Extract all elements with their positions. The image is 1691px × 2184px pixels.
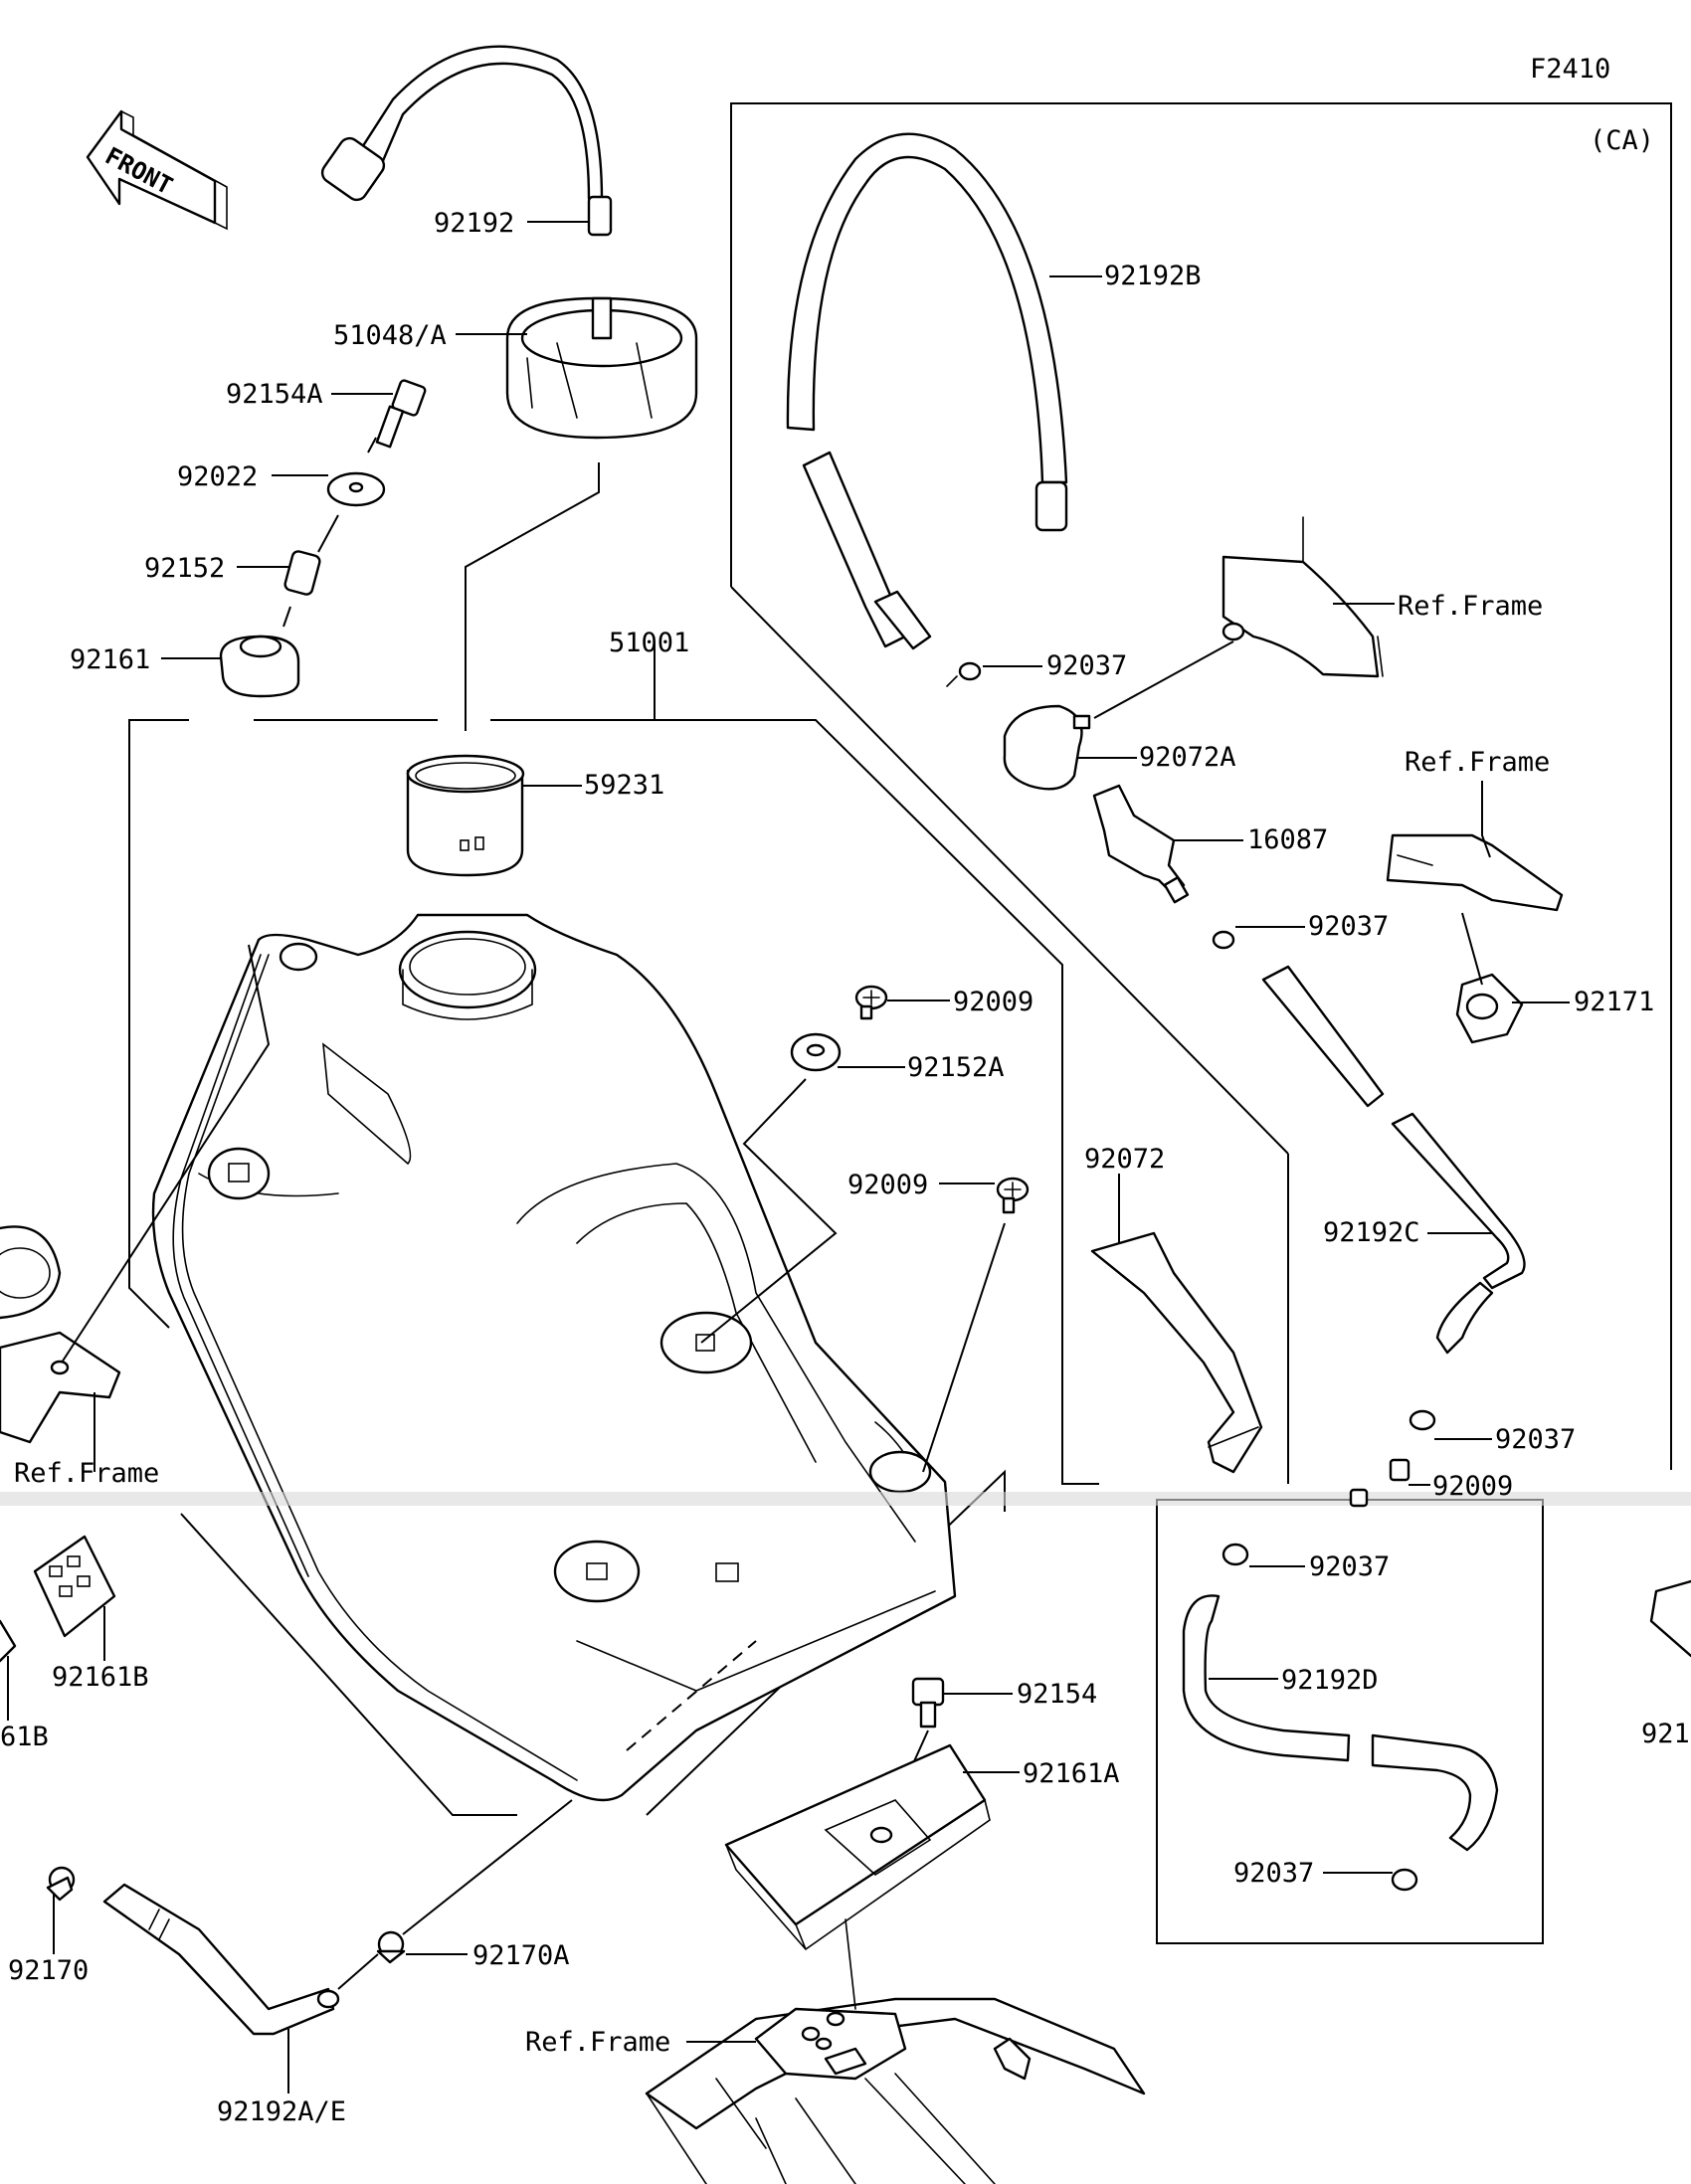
vent-hose-92192 [320, 45, 613, 237]
clamp-92037-c [1409, 1409, 1436, 1431]
clamp-92170A [376, 1930, 406, 1964]
scan-band [0, 1492, 1691, 1506]
filter-92072A [1003, 704, 1091, 791]
callout-92009-top: 92009 [953, 987, 1033, 1017]
bracket-92072 [1090, 1231, 1263, 1474]
callout-59231: 59231 [584, 770, 664, 801]
frame-bottom [645, 1918, 1146, 2184]
grommet-92161B [0, 1535, 116, 1663]
callout-61B: 61B [0, 1722, 49, 1752]
callout-92192: 92192 [434, 208, 514, 239]
callout-92154A: 92154A [226, 379, 323, 410]
ca-frame-fragment-mid [1386, 833, 1564, 1044]
callout-92009-ca: 92009 [1432, 1471, 1513, 1502]
washer-92152A [790, 1032, 842, 1072]
ref-frame-bottom: Ref.Frame [525, 2027, 670, 2058]
clamp-92037-b [1212, 930, 1235, 950]
callout-92037-a: 92037 [1046, 650, 1127, 681]
ca-variant-box: (CA) [730, 102, 1672, 1944]
variant-label: (CA) [1590, 125, 1654, 156]
bolt-92154A [375, 379, 427, 449]
callout-92072: 92072 [1084, 1144, 1165, 1175]
callout-92192D: 92192D [1281, 1665, 1379, 1696]
clamp-92170 [46, 1866, 76, 1902]
screw-92009-ca [1349, 1458, 1410, 1508]
callout-92037-d: 92037 [1309, 1551, 1390, 1582]
callout-92072A: 92072A [1139, 742, 1236, 773]
callout-92192C: 92192C [1323, 1217, 1420, 1248]
screw-92009-mid [996, 1177, 1030, 1214]
callout-92037-c: 92037 [1495, 1424, 1576, 1455]
fuel-cap-51048 [505, 296, 698, 440]
callout-92009-mid: 92009 [847, 1170, 928, 1200]
left-frame-fragment [0, 1225, 121, 1444]
callout-92022: 92022 [177, 461, 258, 492]
clamp-92037-d [1221, 1543, 1249, 1566]
callout-92152: 92152 [144, 553, 225, 584]
callout-92192AE: 92192A/E [217, 2096, 346, 2127]
callout-51001: 51001 [609, 628, 689, 658]
callout-16087: 16087 [1247, 824, 1328, 855]
callout-92192B: 92192B [1104, 261, 1202, 291]
callout-92161A: 92161A [1023, 1758, 1120, 1789]
front-arrow: FRONT [86, 109, 228, 231]
grommet-92161A [724, 1743, 991, 1950]
callout-92161: 92161 [70, 644, 150, 675]
ca-frame-fragment-upper [1221, 516, 1384, 678]
filter-16087 [1092, 784, 1190, 904]
callout-92154: 92154 [1017, 1679, 1097, 1710]
ring-59231 [406, 754, 525, 877]
washer-92022 [326, 471, 386, 507]
figure-code: F2410 [1530, 54, 1610, 85]
callout-51048: 51048/A [333, 320, 447, 351]
callout-92037-e: 92037 [1233, 1858, 1314, 1889]
hose-92192B [786, 132, 1068, 650]
grommet-92161 [219, 635, 300, 698]
callout-92161B: 92161B [52, 1662, 149, 1693]
callout-92037-b: 92037 [1308, 911, 1389, 942]
fuel-tank-51001 [151, 913, 957, 1802]
clamp-92037-a [946, 661, 982, 687]
screw-92009-top [854, 985, 888, 1020]
hose-92192D [1182, 1594, 1499, 1852]
callout-92152A: 92152A [907, 1052, 1005, 1083]
hose-92192AE [102, 1883, 340, 2036]
ref-frame-ca-2: Ref.Frame [1405, 747, 1550, 778]
collar-92152 [283, 550, 321, 596]
hose-92192C [1261, 965, 1526, 1355]
right-frame-fragment [1649, 1579, 1691, 1658]
ref-frame-left: Ref.Frame [14, 1458, 159, 1489]
clamp-92037-e [1391, 1868, 1418, 1892]
callout-92170: 92170 [8, 1955, 89, 1986]
bolt-92154 [911, 1677, 945, 1729]
callout-921-cut: 921 [1641, 1719, 1690, 1749]
callout-92171: 92171 [1574, 987, 1654, 1017]
callout-92170A: 92170A [472, 1940, 570, 1971]
ref-frame-ca-1: Ref.Frame [1398, 591, 1543, 622]
